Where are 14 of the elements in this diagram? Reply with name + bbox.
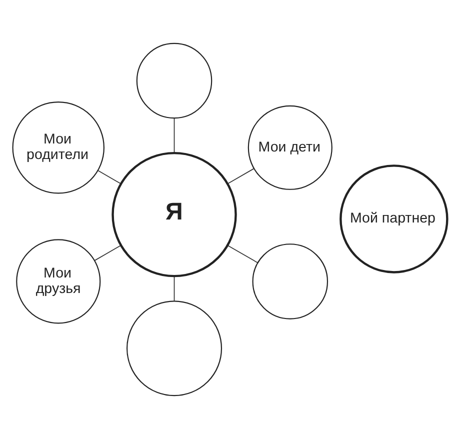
node-circle: Я [112,152,237,278]
connector [174,276,175,302]
connector [98,170,122,184]
node-circle: Мои друзья [16,239,101,324]
node-circle [136,42,212,119]
node-circle [252,244,328,320]
node-circle: Мои дети [248,105,332,190]
node-circle: Мой партнер [340,164,448,274]
connector [227,168,254,184]
node-circle: Мои родители [12,102,104,194]
node-circle [126,300,222,396]
connector [94,245,122,261]
connector [227,245,258,264]
connector [174,118,175,154]
